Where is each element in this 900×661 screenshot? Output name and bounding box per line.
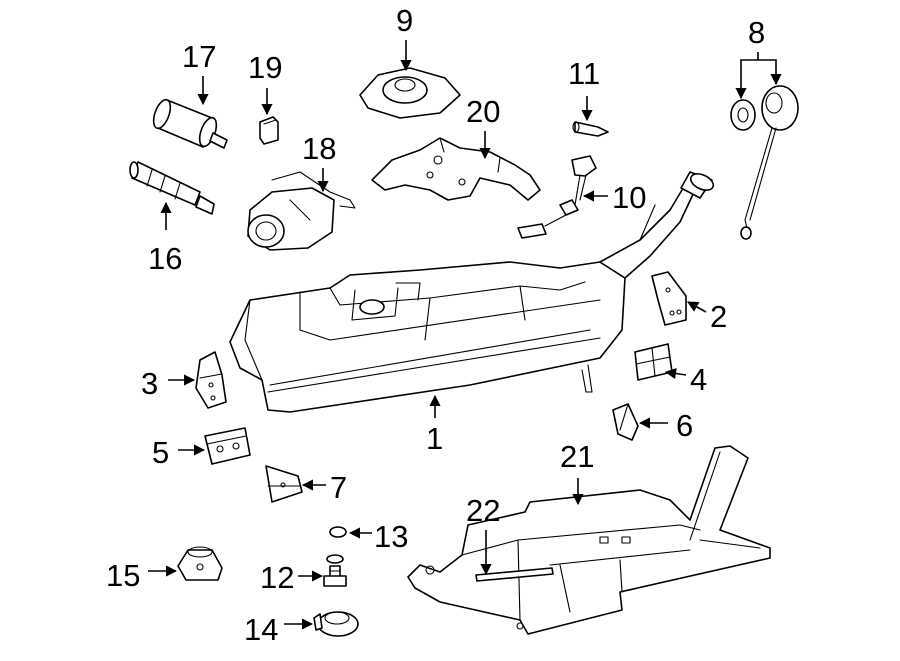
bracket-3 <box>195 351 227 409</box>
callout-label-14: 14 <box>244 612 278 647</box>
callout-7: 7 <box>301 470 347 505</box>
corner-piece-7 <box>265 465 303 503</box>
cover-9 <box>359 67 461 119</box>
callout-label-12: 12 <box>260 560 294 595</box>
grommet-14 <box>313 611 359 637</box>
callout-label-19: 19 <box>248 50 282 85</box>
fuel-tank <box>229 171 715 413</box>
callout-3: 3 <box>141 366 196 401</box>
callout-label-18: 18 <box>302 131 336 166</box>
insulator-15 <box>177 546 223 581</box>
fuel-filter-17 <box>152 98 228 149</box>
callout-label-17: 17 <box>182 39 216 74</box>
callout-16: 16 <box>148 201 182 276</box>
callout-19: 19 <box>248 50 282 116</box>
bolt-12 <box>323 554 347 587</box>
callout-5: 5 <box>152 435 206 470</box>
callout-label-5: 5 <box>152 435 169 470</box>
callout-label-3: 3 <box>141 366 158 401</box>
callout-2: 2 <box>687 299 727 334</box>
fuel-cap-8 <box>730 85 799 240</box>
valve-11 <box>572 121 609 137</box>
leader-8a <box>735 52 759 100</box>
callout-17: 17 <box>182 39 216 106</box>
callout-15: 15 <box>106 558 178 593</box>
callout-label-4: 4 <box>690 362 707 397</box>
leader-2 <box>687 301 707 313</box>
sensor-10 <box>517 155 597 239</box>
callout-label-22: 22 <box>466 493 500 528</box>
callout-label-15: 15 <box>106 558 140 593</box>
callout-label-8: 8 <box>748 15 765 50</box>
wedge-6 <box>612 403 639 441</box>
callout-21: 21 <box>560 439 594 506</box>
callout-6: 6 <box>638 408 693 443</box>
callout-label-9: 9 <box>396 3 413 38</box>
bracket-2 <box>651 271 687 326</box>
pump-holder-18 <box>247 171 356 251</box>
fuel-pump-16 <box>129 161 215 215</box>
leader-8b <box>758 59 782 86</box>
rod-22 <box>475 567 554 582</box>
callout-13: 13 <box>348 519 408 554</box>
callout-label-20: 20 <box>466 94 500 129</box>
bracket-4 <box>634 343 673 381</box>
leader-4 <box>664 367 687 380</box>
callout-label-1: 1 <box>426 421 443 456</box>
skid-plate-21 <box>407 445 771 635</box>
callout-10: 10 <box>582 180 646 215</box>
callout-label-6: 6 <box>676 408 693 443</box>
callout-8: 8 <box>735 15 782 100</box>
callout-label-10: 10 <box>612 180 646 215</box>
callout-20: 20 <box>466 94 500 160</box>
callout-14: 14 <box>244 612 314 647</box>
callout-9: 9 <box>396 3 413 72</box>
callout-11: 11 <box>568 56 600 122</box>
callout-18: 18 <box>302 131 336 193</box>
callout-label-7: 7 <box>330 470 347 505</box>
callout-1: 1 <box>426 394 443 456</box>
callout-label-21: 21 <box>560 439 594 474</box>
callout-22: 22 <box>466 493 500 576</box>
plate-5 <box>204 427 251 465</box>
callout-label-13: 13 <box>374 519 408 554</box>
callout-label-2: 2 <box>710 299 727 334</box>
clip-19 <box>259 116 279 145</box>
washer-13 <box>329 526 347 538</box>
callout-label-16: 16 <box>148 241 182 276</box>
bracket-20 <box>371 137 541 201</box>
callout-12: 12 <box>260 560 324 595</box>
callout-4: 4 <box>664 362 707 397</box>
callout-label-11: 11 <box>568 56 600 91</box>
